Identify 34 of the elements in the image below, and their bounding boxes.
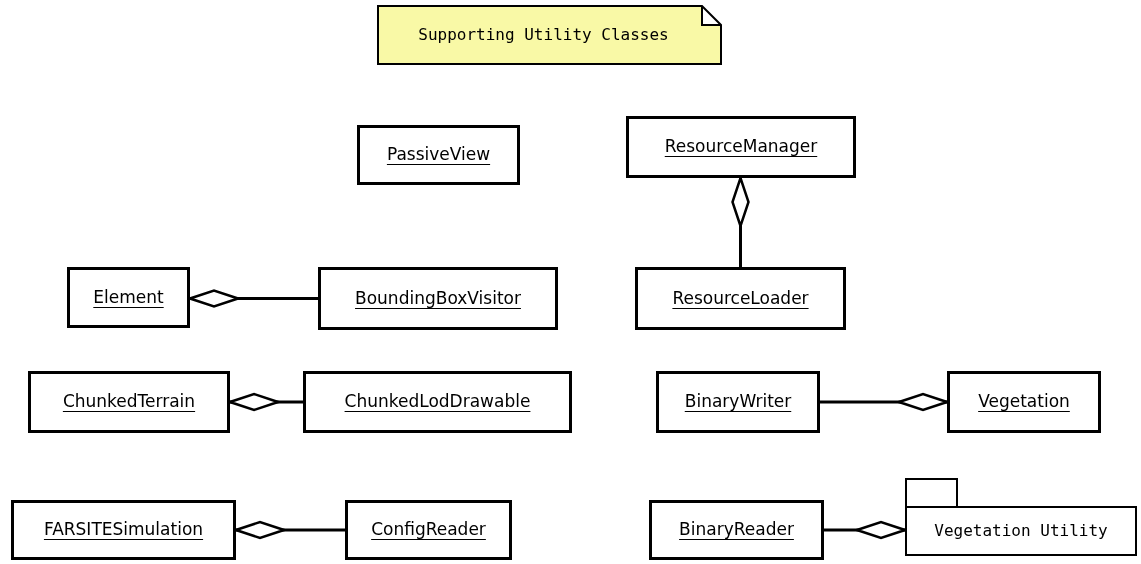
class-box [318, 267, 558, 330]
aggregation-connector [820, 392, 949, 412]
package-label: Vegetation Utility [934, 520, 1108, 542]
class-name: Element [93, 285, 164, 309]
aggregation-connector [824, 520, 907, 540]
class-box [303, 371, 572, 433]
aggregation-connector [731, 176, 750, 267]
class-name: FARSITESimulation [43, 518, 204, 542]
class-name: ChunkedTerrain [62, 390, 196, 414]
aggregation-connector [188, 289, 318, 308]
aggregation-connector [228, 392, 303, 412]
aggregation-connector [234, 520, 345, 540]
class-box [357, 125, 520, 185]
class-name: PassiveView [386, 143, 491, 167]
class-box [345, 500, 512, 560]
class-name: ResourceManager [664, 135, 818, 159]
class-name: BinaryReader [679, 518, 794, 542]
class-box [67, 267, 190, 328]
class-box [626, 116, 856, 178]
class-box [635, 267, 846, 330]
package-box [905, 478, 1137, 556]
class-box [28, 371, 230, 433]
class-box [656, 371, 820, 433]
class-name: ResourceLoader [672, 286, 809, 310]
class-name: ConfigReader [371, 518, 486, 542]
class-box [11, 500, 236, 560]
class-name: BoundingBoxVisitor [355, 286, 521, 310]
note-text: Supporting Utility Classes [418, 24, 670, 46]
class-name: BinaryWriter [684, 390, 792, 414]
class-box [947, 371, 1101, 433]
class-box [649, 500, 824, 560]
note-box [377, 5, 722, 65]
class-name: ChunkedLodDrawable [344, 390, 531, 414]
class-name: Vegetation [978, 390, 1070, 414]
